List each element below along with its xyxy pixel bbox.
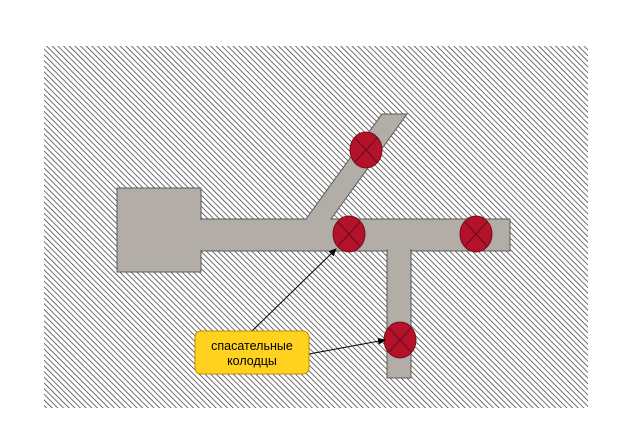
rescue-well-junction	[332, 215, 366, 253]
rescue-well-south	[383, 321, 417, 359]
tunnel-joint-fill	[388, 249, 410, 252]
well-cross-line	[354, 137, 378, 163]
callout-arrows	[251, 248, 386, 355]
arrow-to-south-well	[308, 337, 386, 355]
callout-text-line1: спасательные	[211, 339, 293, 353]
rescue-wells	[332, 131, 493, 359]
well-cross-line	[337, 221, 361, 247]
well-cross-line	[388, 327, 412, 353]
callout-text-line2: колодцы	[227, 354, 277, 368]
vertical-branch-tunnel	[386, 249, 412, 379]
well-cross-line	[464, 221, 488, 247]
rescue-well-east	[459, 215, 493, 253]
callout-label: спасательные колодцы	[194, 330, 310, 375]
rescue-well-top	[349, 131, 383, 169]
diagonal-joint-fill	[306, 218, 331, 221]
callout-box	[194, 330, 310, 375]
arrow-to-junction-well	[251, 248, 337, 332]
shaft-chamber	[116, 187, 202, 273]
shaft-joint-fill	[200, 220, 203, 250]
